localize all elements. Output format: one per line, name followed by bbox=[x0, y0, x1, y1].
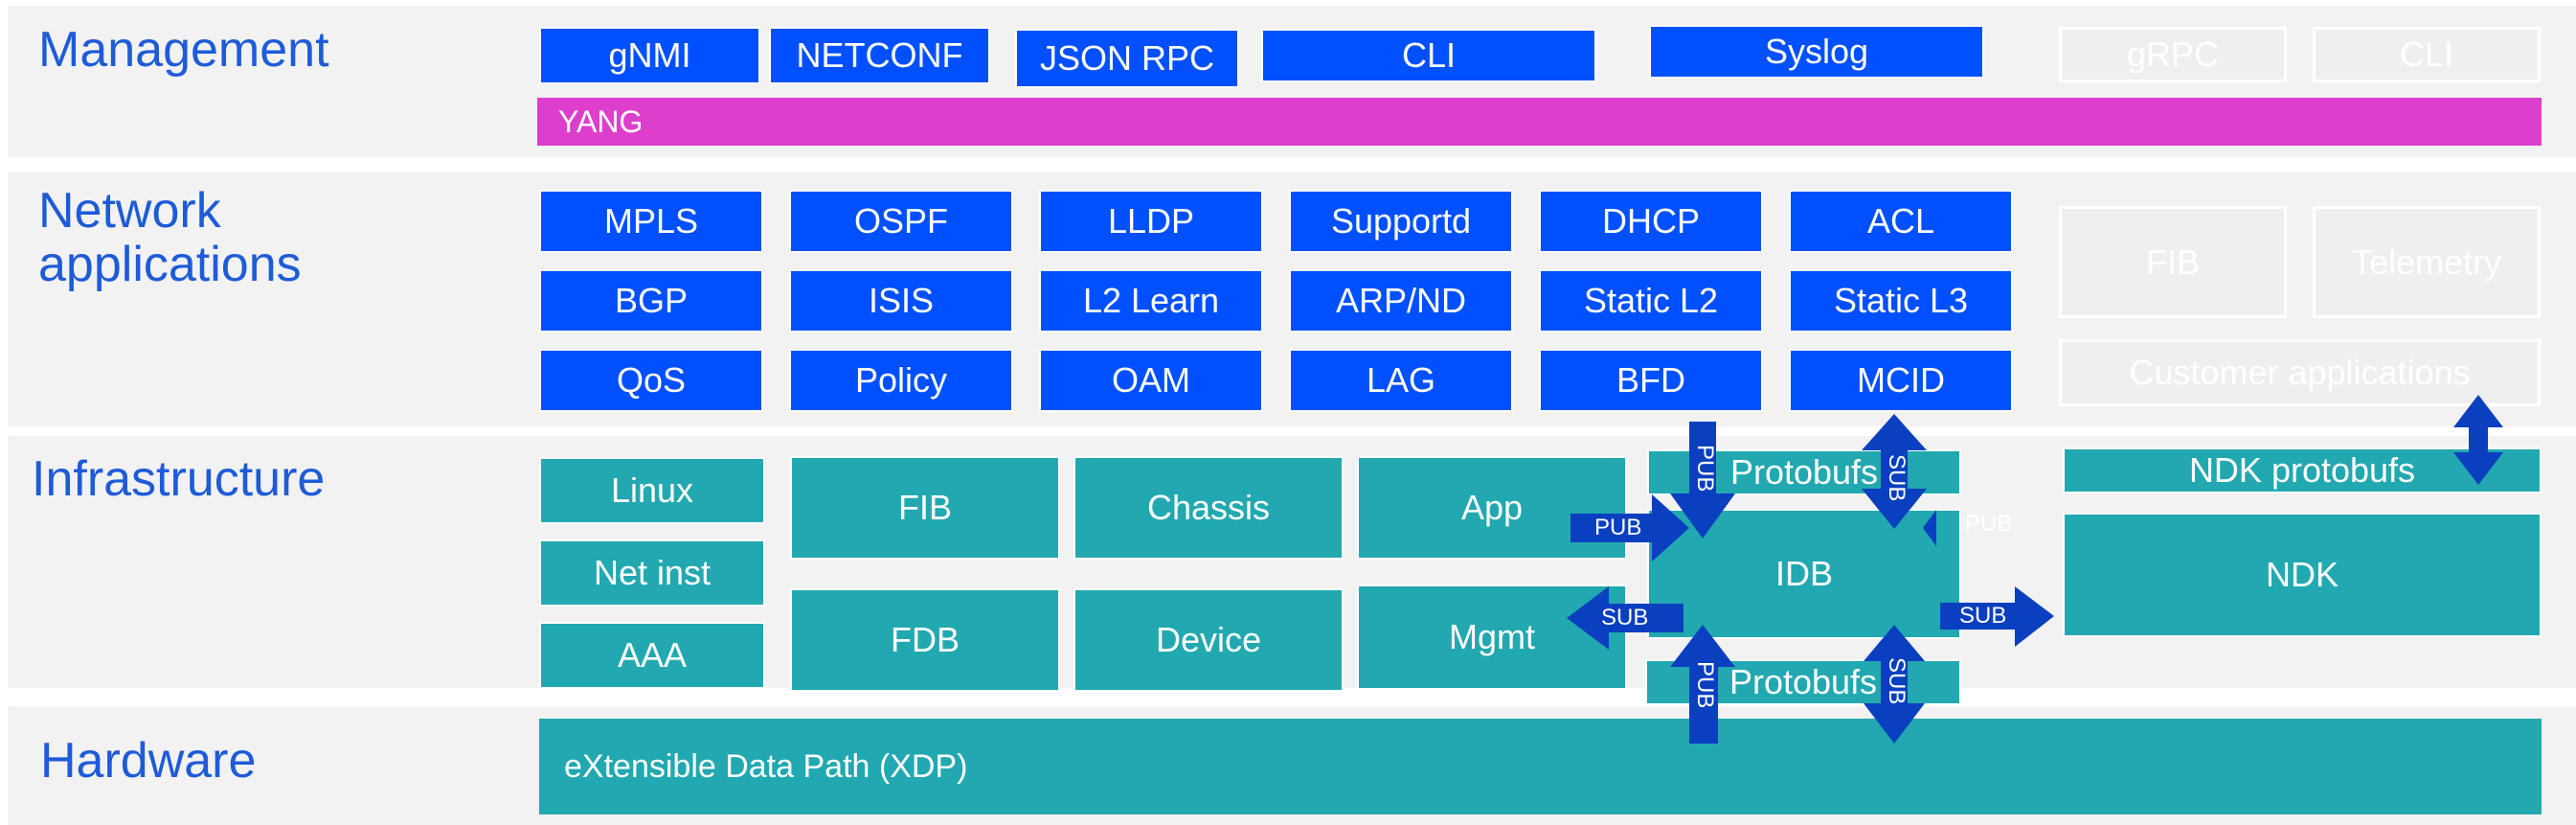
json-rpc-box: JSON RPC bbox=[1015, 29, 1239, 88]
linux-box: Linux bbox=[539, 457, 765, 524]
yang-bar: YANG bbox=[537, 98, 2542, 146]
lag-box: LAG bbox=[1289, 349, 1513, 412]
pub-right-arrow bbox=[1570, 494, 1689, 561]
fib-faded-box: FIB bbox=[2059, 206, 2287, 318]
pub-label-bottom: PUB bbox=[1692, 661, 1718, 709]
lldp-box: LLDP bbox=[1039, 190, 1263, 253]
pub-left-arrow bbox=[1923, 510, 1936, 546]
net-inst-box: Net inst bbox=[539, 539, 765, 607]
arp-nd-box: ARP/ND bbox=[1289, 269, 1513, 332]
sub-updown-arrow-bottom bbox=[1864, 625, 1925, 744]
aaa-box: AAA bbox=[539, 622, 765, 689]
pub-label-right: PUB bbox=[1594, 515, 1642, 540]
mpls-box: MPLS bbox=[539, 190, 763, 253]
fdb-box: FDB bbox=[790, 588, 1060, 692]
pub-label-idb: PUB bbox=[1965, 511, 2013, 537]
ospf-box: OSPF bbox=[789, 190, 1013, 253]
static-l2-box: Static L2 bbox=[1539, 269, 1763, 332]
network-applications-title: Network applications bbox=[38, 183, 302, 292]
isis-box: ISIS bbox=[789, 269, 1013, 332]
l2-learn-box: L2 Learn bbox=[1039, 269, 1263, 332]
hardware-title: Hardware bbox=[40, 733, 257, 789]
mgmt-box: Mgmt bbox=[1357, 584, 1627, 690]
grpc-faded-box: gRPC bbox=[2059, 27, 2287, 82]
dhcp-box: DHCP bbox=[1539, 190, 1763, 253]
cli-box: CLI bbox=[1261, 29, 1596, 82]
infrastructure-title: Infrastructure bbox=[32, 451, 326, 507]
netconf-box: NETCONF bbox=[769, 27, 990, 84]
sub-left-arrow bbox=[1567, 586, 1683, 650]
chassis-box: Chassis bbox=[1073, 456, 1344, 560]
policy-box: Policy bbox=[789, 349, 1013, 412]
sub-right-arrow bbox=[1940, 586, 2054, 647]
ndk-double-arrow bbox=[2453, 395, 2503, 485]
device-box: Device bbox=[1073, 588, 1344, 692]
pub-up-arrow bbox=[1670, 625, 1735, 744]
supportd-box: Supportd bbox=[1289, 190, 1513, 253]
pub-down-arrow bbox=[1670, 422, 1735, 539]
mcid-box: MCID bbox=[1789, 349, 2013, 412]
sub-label-left: SUB bbox=[1601, 605, 1649, 630]
syslog-box: Syslog bbox=[1649, 25, 1984, 79]
static-l3-box: Static L3 bbox=[1789, 269, 2013, 332]
sub-label-top: SUB bbox=[1884, 454, 1909, 502]
oam-box: OAM bbox=[1039, 349, 1263, 412]
management-title: Management bbox=[38, 22, 329, 78]
sub-label-right: SUB bbox=[1959, 603, 2007, 629]
gnmi-box: gNMI bbox=[539, 27, 760, 84]
pub-label-top: PUB bbox=[1692, 445, 1718, 493]
ndk-box: NDK bbox=[2063, 513, 2542, 637]
qos-box: QoS bbox=[539, 349, 763, 412]
telemetry-faded-box: Telemetry bbox=[2313, 206, 2541, 318]
sub-label-bottom: SUB bbox=[1884, 657, 1909, 705]
bfd-box: BFD bbox=[1539, 349, 1763, 412]
sub-updown-arrow-top bbox=[1862, 414, 1927, 529]
customer-applications-faded-box: Customer applications bbox=[2059, 339, 2541, 406]
fib-box: FIB bbox=[790, 456, 1060, 560]
cli-faded-box: CLI bbox=[2313, 27, 2541, 82]
bgp-box: BGP bbox=[539, 269, 763, 332]
xdp-bar: eXtensible Data Path (XDP) bbox=[539, 719, 2542, 814]
acl-box: ACL bbox=[1789, 190, 2013, 253]
